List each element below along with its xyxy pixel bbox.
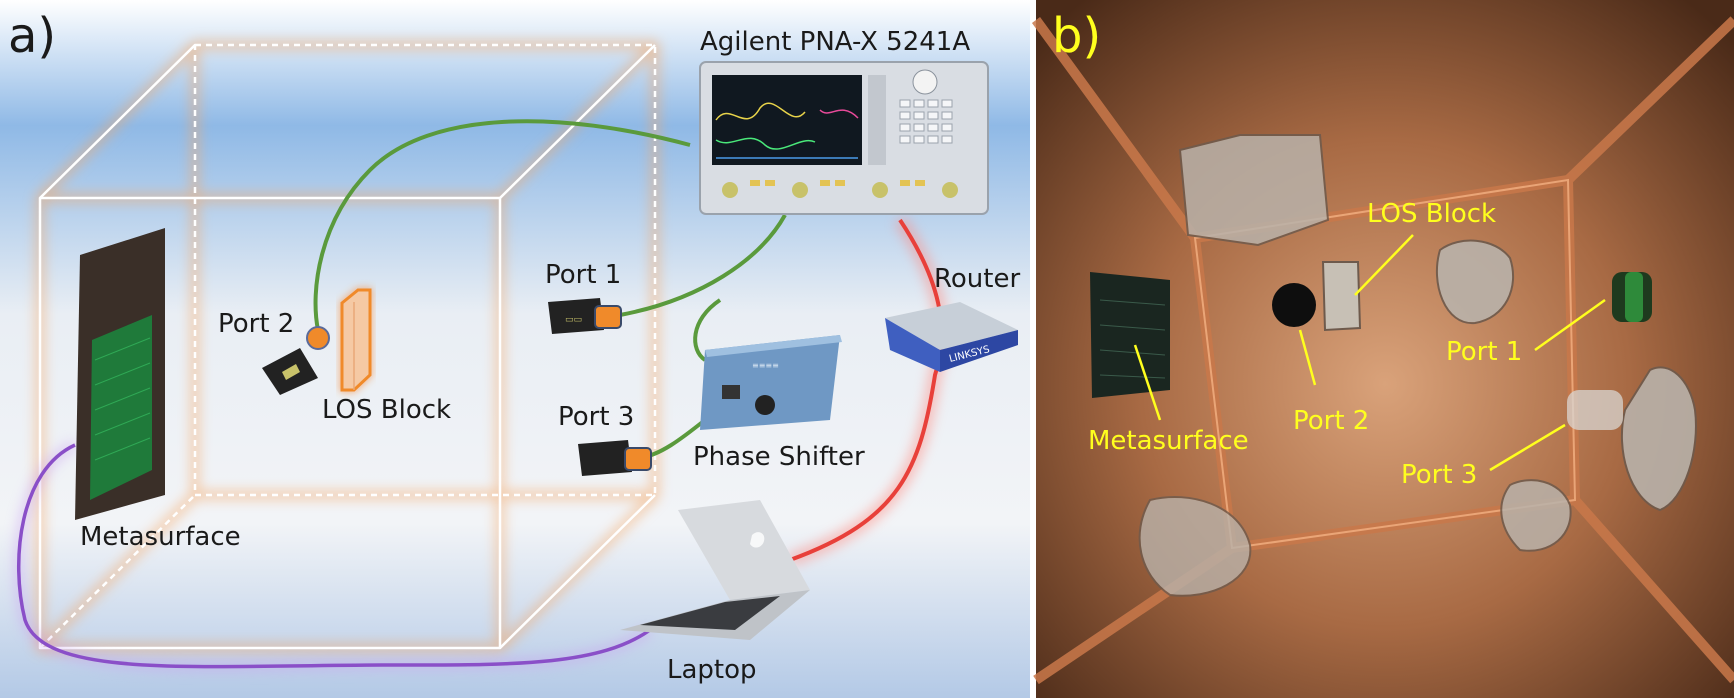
photo-label-port1: Port 1 (1446, 337, 1522, 367)
cable-shifter-in (693, 298, 722, 362)
pna-instrument (699, 61, 989, 215)
svg-text:≡≡≡≡: ≡≡≡≡ (752, 361, 779, 370)
photo-label-los-block: LOS Block (1367, 199, 1496, 229)
panel-b-label: b) (1052, 8, 1101, 64)
label-instrument: Agilent PNA-X 5241A (700, 27, 970, 57)
photo-label-metasurface: Metasurface (1088, 426, 1249, 456)
photo-label-port3: Port 3 (1401, 460, 1477, 490)
panel-divider (1030, 0, 1036, 698)
label-router: Router (934, 264, 1020, 294)
panel-a: ▭▭ ≡≡≡≡ LINKSYS (0, 0, 1030, 698)
panel-b: b) LOS Block Port 1 Port 2 Port 3 Metasu… (1031, 0, 1734, 698)
port2-antenna (262, 326, 330, 395)
photo-port3 (1567, 390, 1623, 430)
label-port3: Port 3 (558, 402, 634, 432)
los-block (340, 288, 372, 392)
label-laptop: Laptop (667, 655, 757, 685)
photo-label-port2: Port 2 (1293, 406, 1369, 436)
cable-laptop-metasurface (13, 440, 653, 672)
cable-router-laptop (787, 216, 948, 566)
photo-los-block (1321, 261, 1362, 332)
port1-antenna: ▭▭ (548, 298, 622, 334)
annotation-arrows (1133, 234, 1606, 472)
foil-absorbers (1138, 134, 1697, 597)
cable-port1 (619, 214, 787, 317)
metasurface (75, 228, 165, 520)
photo-port1 (1612, 272, 1652, 322)
label-los-block: LOS Block (322, 395, 451, 425)
panel-a-label: a) (8, 8, 56, 64)
label-phase-shifter: Phase Shifter (693, 442, 865, 472)
port3-antenna (578, 440, 652, 476)
photo-metasurface (1090, 272, 1170, 398)
laptop-device (620, 500, 810, 640)
label-port2: Port 2 (218, 309, 294, 339)
label-metasurface: Metasurface (80, 522, 241, 552)
label-port1: Port 1 (545, 260, 621, 290)
phase-shifter: ≡≡≡≡ (700, 335, 842, 430)
svg-text:▭▭: ▭▭ (565, 315, 582, 325)
cable-port2 (313, 119, 691, 331)
photo-port2 (1272, 283, 1316, 327)
